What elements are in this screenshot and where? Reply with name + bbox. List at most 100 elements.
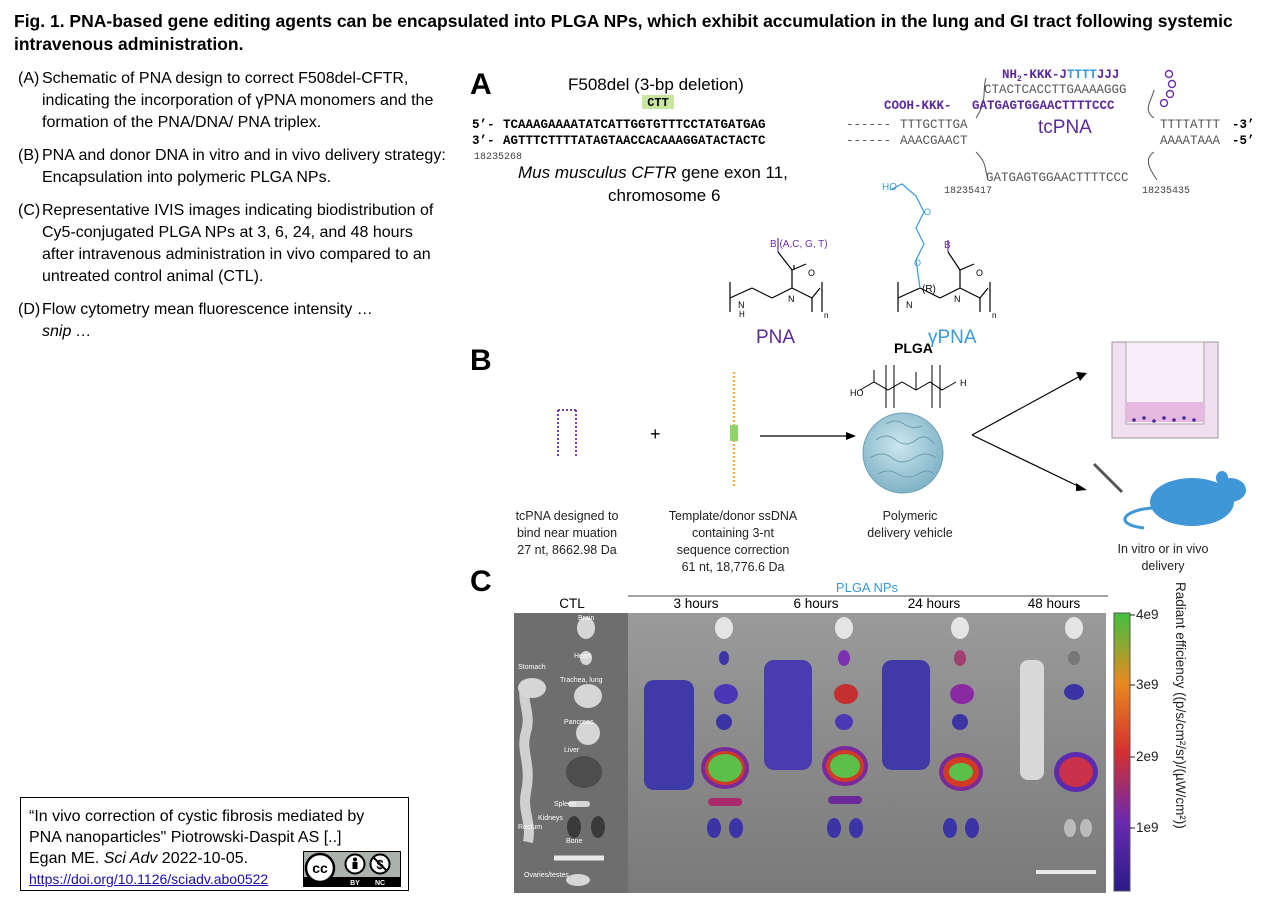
caption-label: (B) xyxy=(18,147,40,164)
svg-text:N: N xyxy=(954,294,961,304)
svg-text:Bone: Bone xyxy=(566,838,582,845)
caption-text: Schematic of PNA design to correct F508d… xyxy=(42,70,434,131)
organ-labels: Brain Heart Stomach Trachea, lung Pancre… xyxy=(518,615,603,879)
col-48h: 48 hours xyxy=(1028,596,1081,611)
ctl-organs xyxy=(518,617,605,886)
ivis-24h xyxy=(882,617,983,838)
reference-box: “In vivo correction of cystic fibrosis m… xyxy=(20,797,409,891)
svg-text:BY: BY xyxy=(350,880,360,887)
svg-text:Brain: Brain xyxy=(578,615,594,622)
svg-text:cc: cc xyxy=(312,860,328,876)
tcpna-label: tcPNA xyxy=(1038,117,1092,138)
panel-a-letter: A xyxy=(470,68,492,101)
svg-text:Spleen: Spleen xyxy=(554,801,576,808)
plga-nps-label: PLGA NPs xyxy=(836,580,899,595)
panel-b-letter: B xyxy=(470,344,492,377)
caption-label: (D) xyxy=(18,301,41,318)
caption-text: Representative IVIS images indicating bi… xyxy=(42,202,434,285)
svg-text:Heart: Heart xyxy=(574,653,591,660)
caption-list: (A) Schematic of PNA design to correct F… xyxy=(18,68,448,354)
plga-structure xyxy=(859,365,957,408)
plga-nanoparticle xyxy=(862,412,944,494)
mouse-icon xyxy=(1092,462,1246,530)
svg-text:N: N xyxy=(788,294,795,304)
svg-text:O: O xyxy=(976,268,983,278)
svg-text:Rectum: Rectum xyxy=(518,824,542,831)
caption-text: Flow cytometry mean fluorescence intensi… xyxy=(42,301,373,318)
seq5: TCAAAGAAAATATCATTGGTGTTTCCTATGATGAG xyxy=(503,118,766,132)
seq3-prefix: 3’- xyxy=(472,134,495,148)
svg-text:Pancreas: Pancreas xyxy=(564,719,594,726)
svg-text:Kidneys: Kidneys xyxy=(538,815,563,822)
svg-text:H: H xyxy=(739,310,745,319)
tcpna-desc-1: tcPNA designed to xyxy=(516,509,619,523)
doi-link[interactable]: https://doi.org/10.1126/sciadv.abo0522 xyxy=(29,871,269,887)
delivery-desc-2: delivery xyxy=(1141,559,1185,573)
figure-panels: A F508del (3-bp deletion) CTT 5’- TCAAAG… xyxy=(470,68,1255,893)
arrow-in-vivo xyxy=(971,434,1083,489)
reference-authors: Egan ME. xyxy=(29,850,104,867)
caption-b: (B) PNA and donor DNA in vitro and in vi… xyxy=(18,145,448,189)
pna-gat: GATGAGTGGAACTTTTCCC xyxy=(972,99,1115,113)
pos-right: 18235435 xyxy=(1142,186,1190,197)
seq3-end: AAAATAAA xyxy=(1160,134,1221,148)
gat-bottom: GATGAGTGGAACTTTTCCC xyxy=(986,171,1129,185)
tcpna-desc-3: 27 nt, 8662.98 Da xyxy=(517,543,616,557)
ivis-6h xyxy=(764,617,868,838)
pna-hairpin xyxy=(1159,69,1177,108)
pos-left: 18235268 xyxy=(474,152,522,163)
cc-license-badge: cc $ BY NC xyxy=(303,851,401,887)
vehicle-desc-1: Polymeric xyxy=(883,509,938,523)
reference-line1: “In vivo correction of cystic fibrosis m… xyxy=(29,808,365,825)
colorbar-tick-4e9: 4e9 xyxy=(1136,607,1159,622)
svg-text:H: H xyxy=(960,378,967,388)
pna-ctact: CTACTCACCTTGAAAAGGG xyxy=(984,83,1127,97)
pos-mid: 18235417 xyxy=(944,186,992,197)
delivery-desc-1: In vitro or in vivo xyxy=(1117,542,1208,556)
vehicle-desc-2: delivery vehicle xyxy=(867,526,953,540)
svg-text:N: N xyxy=(738,300,745,310)
cc-icon xyxy=(304,852,336,884)
panel-c-letter: C xyxy=(470,565,492,598)
ctt-label: CTT xyxy=(647,96,669,110)
seq3-dash: ------ xyxy=(846,134,891,148)
caption-a: (A) Schematic of PNA design to correct F… xyxy=(18,68,448,134)
arrow-in-vitro xyxy=(971,374,1083,436)
svg-text:n: n xyxy=(992,311,996,320)
svg-text:O: O xyxy=(914,258,921,268)
seq5-prefix: 5’- xyxy=(472,118,495,132)
svg-text:Liver: Liver xyxy=(564,747,580,754)
seq5-suffix: -3’ xyxy=(1232,118,1255,132)
gpna-base-label: B xyxy=(944,240,951,251)
pna-cooh: COOH-KKK- xyxy=(884,99,952,113)
seq5-mid: TTTGCTTGA xyxy=(900,118,968,132)
donor-desc-3: sequence correction xyxy=(677,543,790,557)
plga-label: PLGA xyxy=(894,340,933,356)
pna-label: PNA xyxy=(756,327,795,348)
plus-sign: + xyxy=(650,424,661,444)
svg-text:Stomach: Stomach xyxy=(518,664,546,671)
svg-text:N: N xyxy=(906,300,913,310)
figure-title: Fig. 1. PNA-based gene editing agents ca… xyxy=(14,11,1233,54)
col-ctl: CTL xyxy=(559,596,585,611)
ivis-48h xyxy=(1020,617,1098,874)
tcpna-desc-2: bind near muation xyxy=(517,526,617,540)
r-label: (R) xyxy=(922,284,936,295)
reference-date: 2022-10-05. xyxy=(157,850,249,867)
ctl-panel xyxy=(514,613,628,893)
col-6h: 6 hours xyxy=(793,596,838,611)
caption-text: PNA and donor DNA in vitro and in vivo d… xyxy=(42,147,446,186)
caption-d: (D) Flow cytometry mean fluorescence int… xyxy=(18,299,448,343)
donor-desc-1: Template/donor ssDNA xyxy=(669,509,798,523)
seq5-dash: ------ xyxy=(846,118,891,132)
ivis-3h xyxy=(644,617,749,838)
svg-text:Trachea, lung: Trachea, lung xyxy=(560,677,603,684)
colorbar-label: Radiant efficiency ((p/s/cm²/sr)/(µW/cm²… xyxy=(1173,582,1188,829)
colorbar xyxy=(1113,612,1131,892)
seq3-mid: AAACGAACT xyxy=(900,134,968,148)
pna-structure xyxy=(729,238,823,312)
seq3-suffix: -5’ xyxy=(1232,134,1255,148)
donor-dna-icon xyxy=(730,372,738,488)
tcpna-hairpin-icon xyxy=(557,409,577,457)
caption-label: (C) xyxy=(18,202,41,219)
